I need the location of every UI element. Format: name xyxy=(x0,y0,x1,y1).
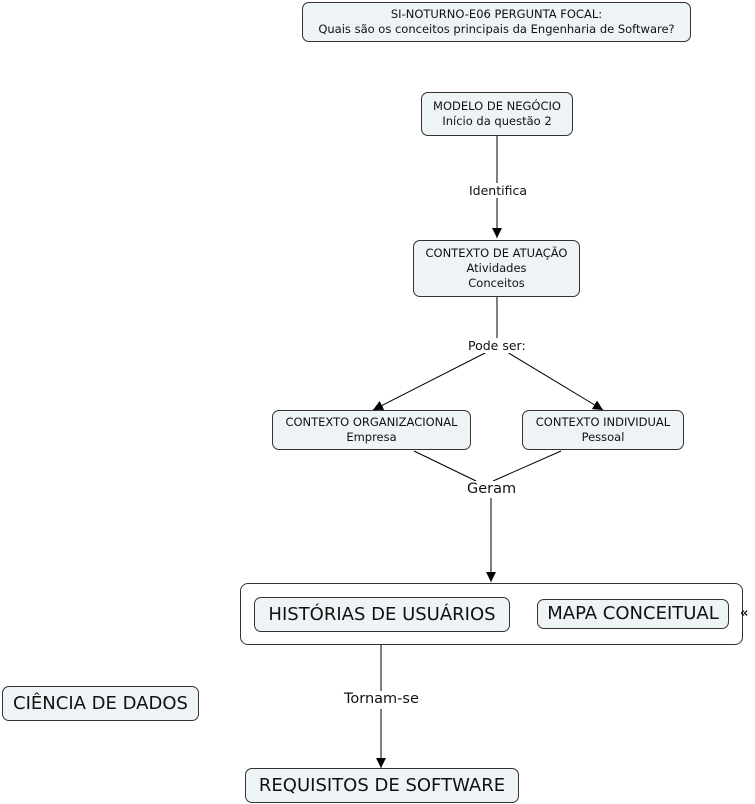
focal-question-line-1: SI-NOTURNO-E06 PERGUNTA FOCAL: xyxy=(390,7,603,22)
node-contexto-individual[interactable]: CONTEXTO INDIVIDUAL Pessoal xyxy=(522,410,684,450)
line-organizacional-geram xyxy=(413,450,477,482)
node-contexto-atuacao-line-2: Atividades xyxy=(466,261,527,276)
node-mapa-conceitual[interactable]: MAPA CONCEITUAL xyxy=(537,599,729,629)
arrow-podeser-individual xyxy=(506,351,604,411)
link-label-pode-ser: Pode ser: xyxy=(466,338,528,353)
node-contexto-de-atuacao[interactable]: CONTEXTO DE ATUAÇÃO Atividades Conceitos xyxy=(413,240,580,297)
node-contexto-ind-subtitle: Pessoal xyxy=(581,430,625,444)
node-contexto-atuacao-title: CONTEXTO DE ATUAÇÃO xyxy=(425,246,568,261)
link-label-tornam-se: Tornam-se xyxy=(342,691,421,707)
node-contexto-organizacional[interactable]: CONTEXTO ORGANIZACIONAL Empresa xyxy=(272,410,471,450)
link-label-identifica: Identifica xyxy=(467,183,530,198)
arrow-podeser-organizacional xyxy=(372,351,488,411)
node-requisitos-label: REQUISITOS DE SOFTWARE xyxy=(258,774,506,796)
line-individual-geram xyxy=(492,450,562,482)
focal-question-box[interactable]: SI-NOTURNO-E06 PERGUNTA FOCAL: Quais são… xyxy=(302,2,691,42)
node-historias-label: HISTÓRIAS DE USUÁRIOS xyxy=(268,603,496,625)
node-contexto-org-subtitle: Empresa xyxy=(346,430,397,444)
node-historias-de-usuarios[interactable]: HISTÓRIAS DE USUÁRIOS xyxy=(254,597,510,632)
collapse-chevron-icon[interactable]: « xyxy=(740,606,749,621)
node-requisitos-de-software[interactable]: REQUISITOS DE SOFTWARE xyxy=(245,768,519,803)
node-ciencia-label: CIÊNCIA DE DADOS xyxy=(13,692,188,714)
link-label-geram: Geram xyxy=(465,481,519,497)
node-ciencia-de-dados[interactable]: CIÊNCIA DE DADOS xyxy=(2,686,199,721)
node-modelo-title: MODELO DE NEGÓCIO xyxy=(433,99,561,114)
focal-question-line-2: Quais são os conceitos principais da Eng… xyxy=(318,22,675,36)
node-contexto-atuacao-line-3: Conceitos xyxy=(468,275,525,290)
node-mapa-label: MAPA CONCEITUAL xyxy=(547,603,719,625)
node-contexto-org-title: CONTEXTO ORGANIZACIONAL xyxy=(285,415,458,430)
node-contexto-ind-title: CONTEXTO INDIVIDUAL xyxy=(535,415,671,430)
node-modelo-subtitle: Início da questão 2 xyxy=(442,114,552,128)
node-modelo-de-negocio[interactable]: MODELO DE NEGÓCIO Início da questão 2 xyxy=(421,92,573,136)
